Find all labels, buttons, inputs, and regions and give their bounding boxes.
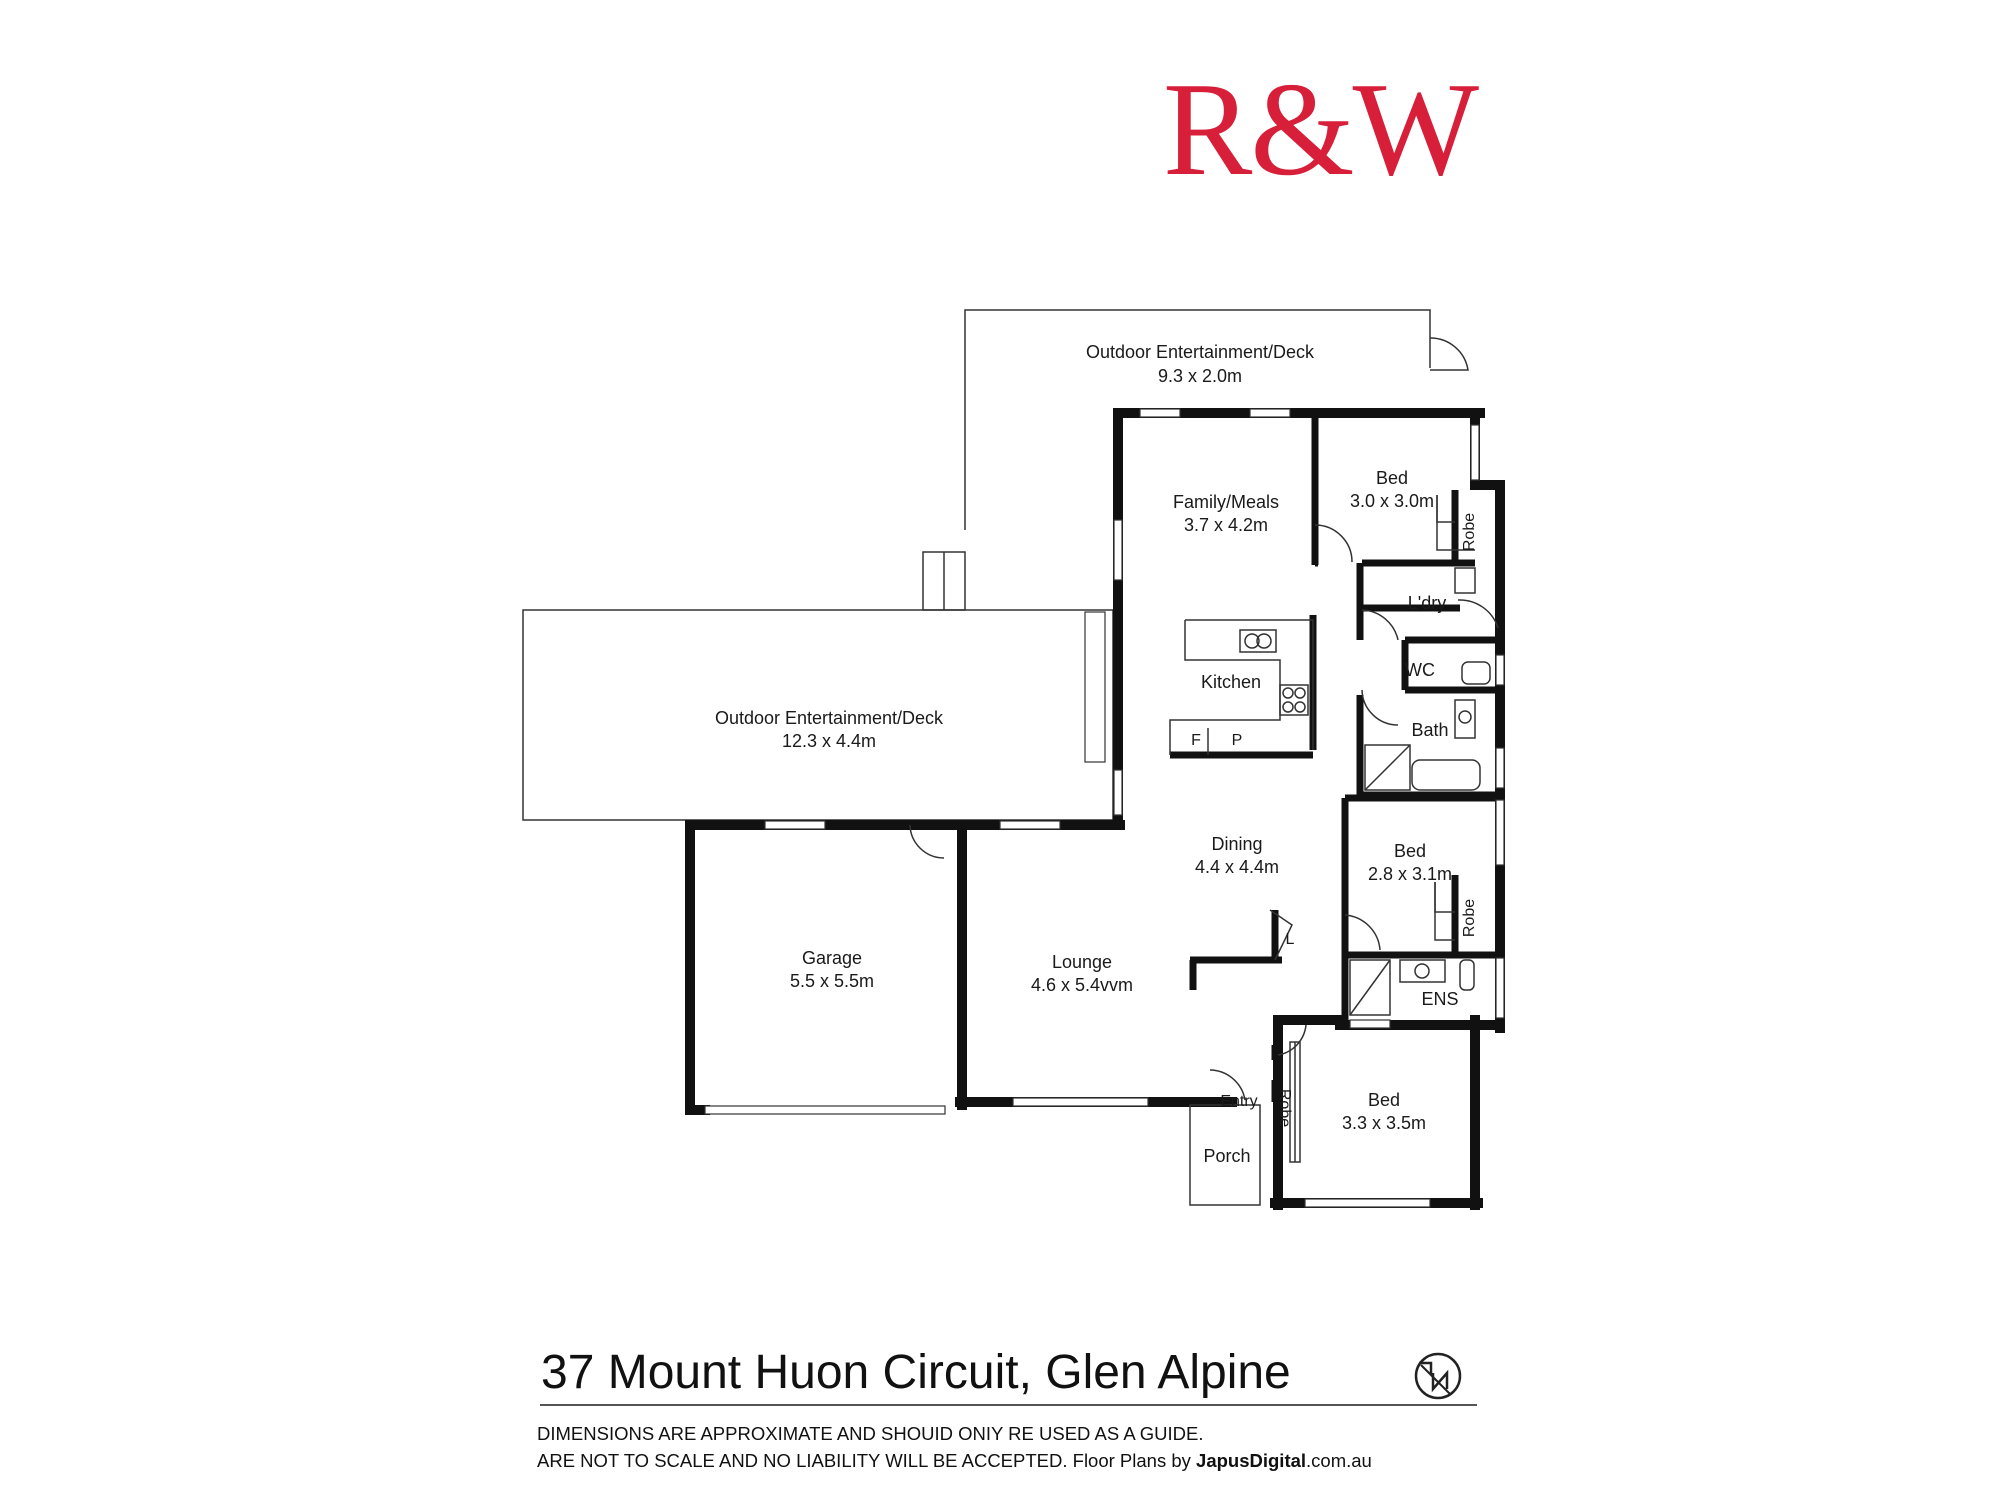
disclaimer: DIMENSIONS ARE APPROXIMATE AND SHOUID ON…	[537, 1420, 1372, 1474]
disclaimer-line-1: DIMENSIONS ARE APPROXIMATE AND SHOUID ON…	[537, 1423, 1204, 1444]
robe2-label: Robe	[1461, 899, 1478, 937]
japus-brand: JapusDigital	[1196, 1450, 1307, 1471]
deck-top-size: 9.3 x 2.0m	[1158, 366, 1242, 386]
wc-label: WC	[1405, 660, 1435, 680]
family-size: 3.7 x 4.2m	[1184, 515, 1268, 535]
bed1-name: Bed	[1376, 468, 1408, 488]
kitchen-label: Kitchen	[1201, 672, 1261, 692]
robe1-label: Robe	[1461, 513, 1478, 551]
deck-outlines	[522, 309, 1469, 821]
garage-size: 5.5 x 5.5m	[790, 971, 874, 991]
dining-name: Dining	[1211, 834, 1262, 854]
north-arrow-icon	[1414, 1352, 1462, 1400]
disclaimer-line-2: ARE NOT TO SCALE AND NO LIABILITY WILL B…	[537, 1447, 1372, 1474]
deck-left-size: 12.3 x 4.4m	[782, 731, 876, 751]
porch-label: Porch	[1203, 1146, 1250, 1166]
bath-label: Bath	[1411, 720, 1448, 740]
exterior-walls	[685, 408, 1505, 1210]
entry-label: Entry	[1220, 1093, 1257, 1110]
address-underline	[540, 1404, 1477, 1406]
bed2-size: 2.8 x 3.1m	[1368, 864, 1452, 884]
property-address: 37 Mount Huon Circuit, Glen Alpine	[541, 1346, 1291, 1399]
robe3-label: Robe	[1276, 1089, 1293, 1127]
bed3-name: Bed	[1368, 1090, 1400, 1110]
fridge-label: F	[1191, 732, 1201, 749]
door-swings	[909, 524, 1499, 1101]
lounge-name: Lounge	[1052, 952, 1112, 972]
ensuite-label: ENS	[1421, 989, 1458, 1009]
deck-left-name: Outdoor Entertainment/Deck	[715, 708, 944, 728]
bed2-name: Bed	[1394, 841, 1426, 861]
garage-name: Garage	[802, 948, 862, 968]
lounge-size: 4.6 x 5.4vvm	[1031, 975, 1133, 995]
laundry-label: L'dry	[1408, 593, 1446, 613]
family-name: Family/Meals	[1173, 492, 1279, 512]
bed1-size: 3.0 x 3.0m	[1350, 491, 1434, 511]
linen-label: L	[1286, 931, 1295, 948]
japus-domain: .com.au	[1306, 1450, 1372, 1471]
disclaimer-line-2-text: ARE NOT TO SCALE AND NO LIABILITY WILL B…	[537, 1450, 1197, 1471]
interior-walls	[1170, 413, 1500, 1102]
dining-size: 4.4 x 4.4m	[1195, 857, 1279, 877]
brand-logo: R&W	[1162, 55, 1479, 203]
fixtures	[1169, 495, 1491, 1206]
deck-top-name: Outdoor Entertainment/Deck	[1086, 342, 1315, 362]
windows	[704, 408, 1505, 1208]
bed3-size: 3.3 x 3.5m	[1342, 1113, 1426, 1133]
pantry-label: P	[1232, 732, 1243, 749]
